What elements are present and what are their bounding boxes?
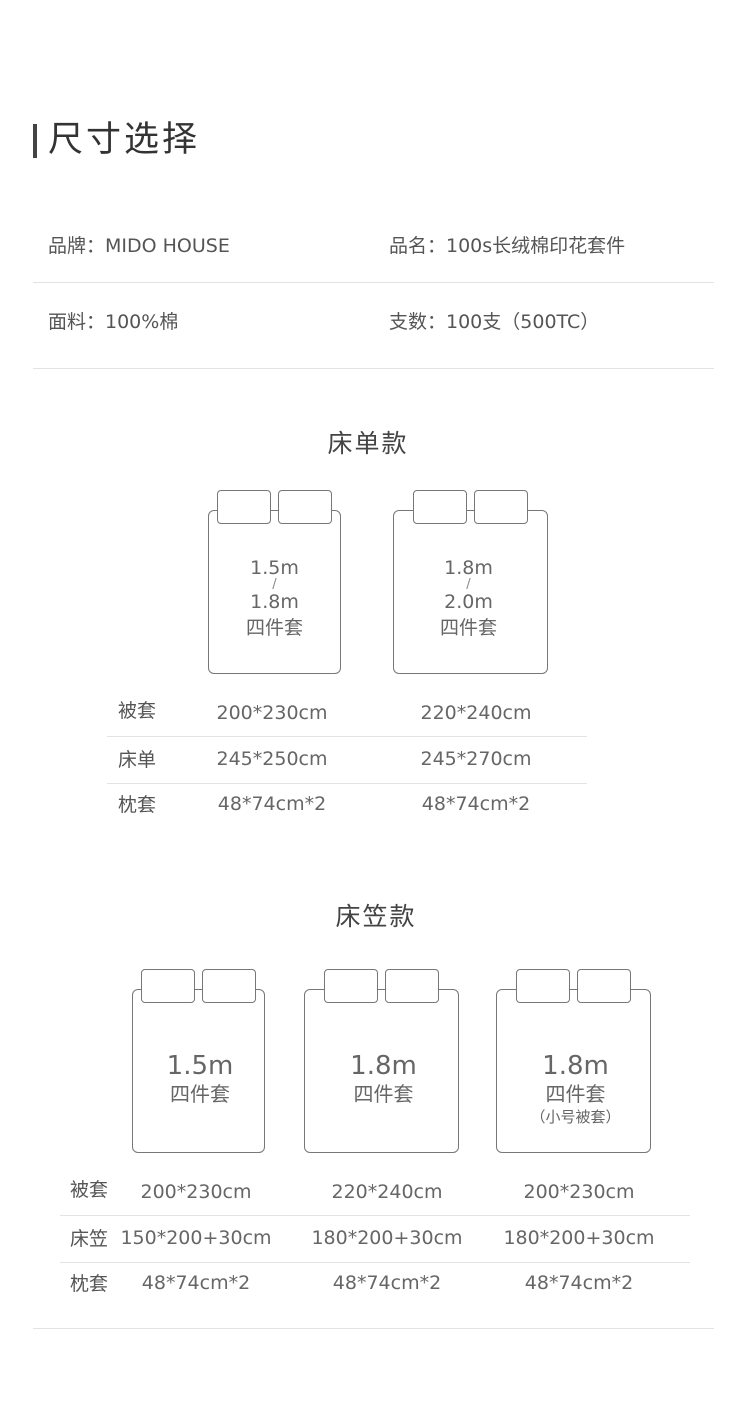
bed-size-slash: /: [272, 577, 277, 592]
table-cell: 150*200+30cm: [120, 1227, 272, 1249]
table-divider: [107, 783, 587, 784]
bed-set-label: 四件套: [353, 1082, 414, 1106]
bed-size-label: 1.8m / 2.0m 四件套: [393, 558, 544, 638]
bed-set-label: 四件套: [439, 617, 497, 639]
flat-sheet-section-title: 床单款: [327, 429, 409, 458]
row-label-duvet: 被套: [118, 700, 157, 722]
bed-size-label: 1.5m 四件套: [132, 1051, 268, 1107]
bed-size-a: 1.8m: [444, 557, 493, 579]
table-divider: [107, 736, 587, 737]
bed-set-label: 四件套: [170, 1082, 230, 1106]
table-divider: [60, 1215, 690, 1216]
pillow-shape: [202, 969, 256, 1003]
page-title: 尺寸选择: [48, 120, 201, 160]
table-cell: 48*74cm*2: [141, 1272, 251, 1294]
row-label-sheet: 床单: [118, 749, 157, 771]
table-cell: 48*74cm*2: [217, 793, 327, 815]
table-cell: 200*230cm: [523, 1181, 635, 1203]
pillow-shape: [141, 969, 195, 1003]
table-cell: 48*74cm*2: [421, 793, 531, 815]
table-cell: 220*240cm: [420, 702, 532, 724]
bed-size-label: 1.8m 四件套: [304, 1051, 463, 1107]
pillow-shape: [278, 490, 332, 524]
bed-illustration: [208, 510, 341, 674]
row-label-fitted-sheet: 床笠: [70, 1228, 109, 1250]
spec-divider-1: [33, 282, 714, 283]
table-cell: 48*74cm*2: [524, 1272, 634, 1294]
bed-illustration: [496, 989, 651, 1153]
spec-product-name: 品名：100s长绒棉印花套件: [389, 235, 626, 257]
table-cell: 245*250cm: [216, 748, 328, 770]
bed-illustration: [393, 510, 548, 674]
bed-size-b: 2.0m: [444, 591, 493, 613]
title-accent-bar: [33, 124, 37, 158]
footer-divider: [33, 1328, 714, 1329]
row-label-pillowcase: 枕套: [70, 1273, 109, 1295]
bed-set-label: 四件套: [245, 617, 303, 639]
table-cell: 180*200+30cm: [311, 1227, 463, 1249]
row-label-duvet: 被套: [70, 1179, 109, 1201]
spec-divider-2: [33, 368, 714, 369]
spec-fabric: 面料：100%棉: [48, 311, 179, 333]
fitted-sheet-section-title: 床笠款: [335, 902, 417, 931]
pillow-shape: [385, 969, 439, 1003]
spec-brand: 品牌：MIDO HOUSE: [48, 235, 230, 257]
bed-size-a: 1.5m: [250, 557, 299, 579]
bed-size-label: 1.8m 四件套 （小号被套）: [496, 1051, 655, 1127]
bed-set-label: 四件套: [545, 1082, 606, 1106]
bed-size-slash: /: [466, 577, 471, 592]
table-cell: 180*200+30cm: [503, 1227, 655, 1249]
table-cell: 245*270cm: [420, 748, 532, 770]
bed-size-label: 1.5m / 1.8m 四件套: [208, 558, 341, 638]
bed-illustration: [132, 989, 265, 1153]
pillow-shape: [516, 969, 570, 1003]
table-cell: 220*240cm: [331, 1181, 443, 1203]
table-cell: 200*230cm: [140, 1181, 252, 1203]
pillow-shape: [217, 490, 271, 524]
bed-illustration: [304, 989, 459, 1153]
bed-size: 1.8m: [542, 1051, 609, 1081]
bed-size: 1.8m: [350, 1051, 417, 1081]
bed-size: 1.5m: [166, 1051, 234, 1081]
row-label-pillowcase: 枕套: [118, 794, 157, 816]
pillow-shape: [413, 490, 467, 524]
bed-size-b: 1.8m: [250, 591, 299, 613]
table-cell: 48*74cm*2: [332, 1272, 442, 1294]
bed-note: （小号被套）: [530, 1108, 621, 1126]
pillow-shape: [577, 969, 631, 1003]
pillow-shape: [324, 969, 378, 1003]
spec-thread-count: 支数：100支（500TC）: [389, 311, 600, 333]
table-divider: [60, 1262, 690, 1263]
pillow-shape: [474, 490, 528, 524]
table-cell: 200*230cm: [216, 702, 328, 724]
